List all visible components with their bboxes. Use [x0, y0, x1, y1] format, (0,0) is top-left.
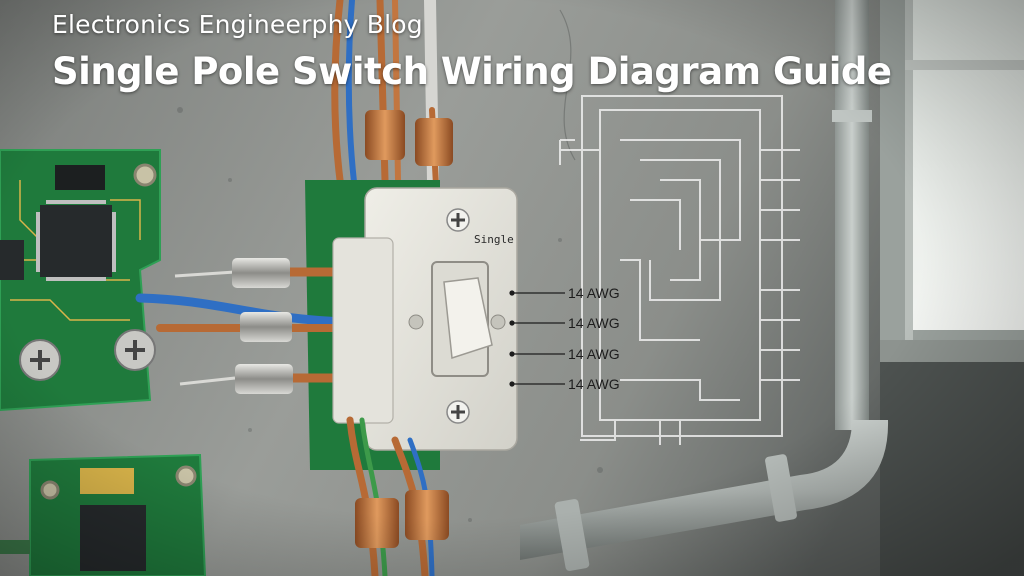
wire-gauge-label-4: 14 AWG [568, 376, 620, 392]
switch-label: Single [474, 233, 514, 246]
wire-gauge-label-1: 14 AWG [568, 285, 620, 301]
blog-name: Electronics Engineerphy Blog [52, 10, 423, 39]
wire-gauge-label-2: 14 AWG [568, 315, 620, 331]
wire-gauge-label-3: 14 AWG [568, 346, 620, 362]
page-title: Single Pole Switch Wiring Diagram Guide [52, 50, 892, 93]
